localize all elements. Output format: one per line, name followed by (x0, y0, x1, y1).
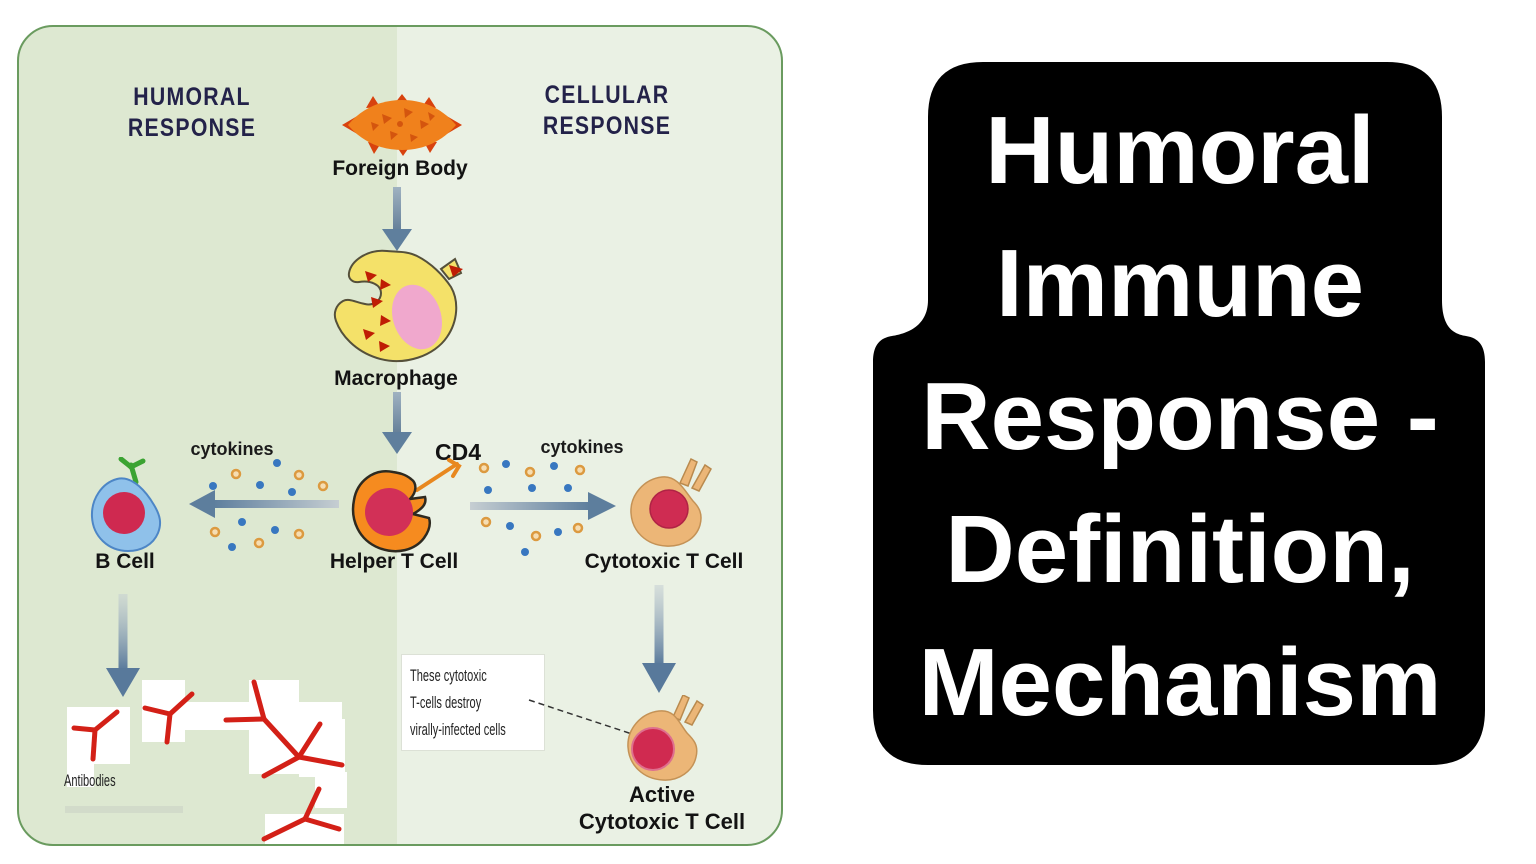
active-cytotoxic-t-cell-icon (627, 695, 704, 781)
note-line-2: T-cells destroy (410, 693, 482, 712)
cytokine-dots (478, 460, 586, 556)
b-cell-receptor (118, 457, 146, 485)
cytokines-right-arrow (470, 460, 616, 556)
watermark-smudge (65, 806, 183, 813)
foreign-body-label: Foreign Body (332, 157, 468, 180)
white-patches (67, 680, 347, 844)
down-arrow-cytotoxic-to-active (642, 585, 676, 693)
immune-response-diagram: HUMORAL RESPONSE CELLULAR RESPONSE Forei… (17, 25, 783, 846)
b-cell-label: B Cell (95, 550, 155, 573)
down-arrow-bcell-to-antibodies (106, 594, 140, 697)
cytotoxic-t-cell-label: Cytotoxic T Cell (584, 550, 744, 573)
note-box: These cytotoxic T-cells destroy virally-… (402, 655, 544, 750)
foreign-body-icon (342, 94, 462, 156)
active-cytotoxic-t-cell-label: Active Cytotoxic T Cell (562, 781, 762, 835)
helper-t-cell-icon (351, 458, 462, 553)
humoral-response-header: HUMORAL RESPONSE (127, 83, 257, 143)
antibody-y-shapes (71, 679, 345, 842)
active-label-line1: Active (628, 782, 696, 807)
title-line-3: Response - (921, 363, 1439, 470)
down-arrow-foreign-to-macrophage (382, 187, 412, 251)
down-arrow-macrophage-to-helper (382, 392, 412, 454)
title-line-1: Humoral (985, 97, 1375, 204)
cellular-response-header: CELLULAR RESPONSE (542, 81, 672, 141)
note-line-3: virally-infected cells (410, 720, 506, 739)
title-card-text: Humoral Immune Response - Definition, Me… (875, 84, 1485, 749)
title-line-2: Immune (995, 230, 1365, 337)
b-cell-icon (90, 457, 162, 553)
cytokines-left-label: cytokines (190, 439, 274, 459)
cytokines-right-label: cytokines (540, 437, 624, 457)
antibodies-graphic (65, 679, 347, 844)
active-label-line2: Cytotoxic T Cell (578, 809, 746, 834)
macrophage-icon (333, 249, 463, 362)
note-line-1: These cytotoxic (410, 666, 487, 685)
title-line-4: Definition, (945, 496, 1415, 603)
title-line-5: Mechanism (918, 629, 1442, 736)
cytokine-dots (209, 459, 329, 551)
cd4-receptor (415, 458, 462, 492)
title-card-background (873, 62, 1485, 765)
cd4-label: CD4 (434, 439, 481, 465)
note-connector-line (528, 699, 633, 735)
helper-t-cell-label: Helper T Cell (329, 550, 459, 573)
antibodies-label: Antibodies (64, 771, 116, 790)
t-cell-receptor (678, 457, 712, 492)
macrophage-label: Macrophage (334, 367, 458, 390)
cytotoxic-t-cell-icon (630, 457, 712, 547)
cytokines-left-arrow (189, 459, 339, 551)
